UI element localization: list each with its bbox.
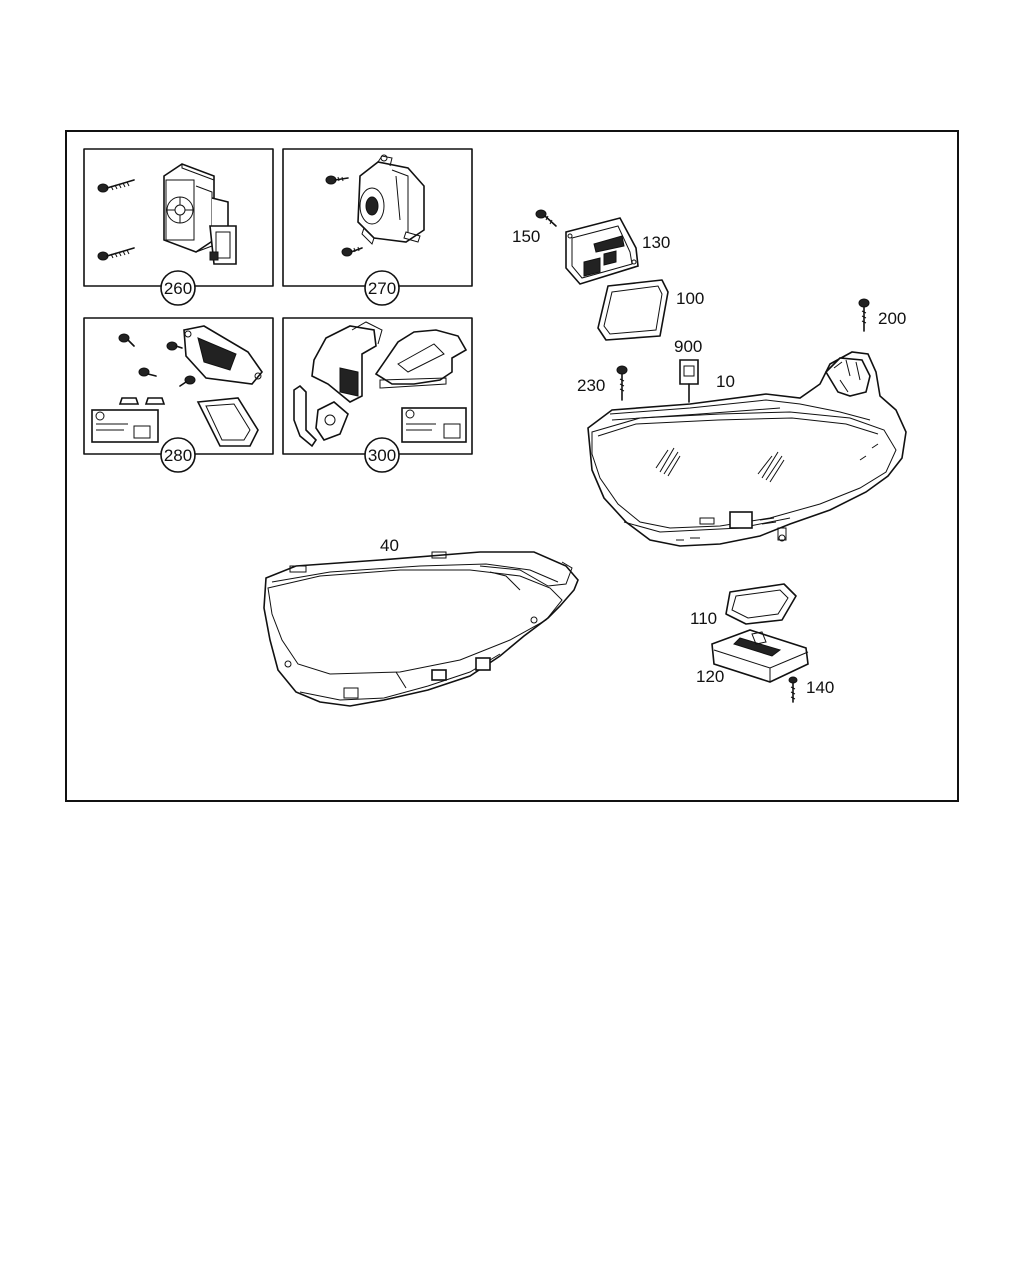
clip-icon — [118, 397, 166, 405]
inset-300: 300 — [282, 317, 473, 473]
callout-100: 100 — [676, 289, 704, 308]
callout-120: 120 — [696, 667, 724, 686]
callout-300: 300 — [368, 446, 396, 465]
housing-40-icon — [263, 551, 579, 707]
callout-900: 900 — [674, 337, 702, 356]
label-sticker — [401, 407, 467, 443]
screw-icon — [118, 333, 135, 347]
screw-150-icon — [535, 209, 557, 227]
diagram-frame — [65, 130, 959, 802]
bracket-icon — [183, 325, 264, 385]
screw-icon — [325, 175, 349, 185]
callout-140: 140 — [806, 678, 834, 697]
gasket-110-icon — [725, 583, 797, 625]
callout-200: 200 — [878, 309, 906, 328]
screw-icon — [138, 367, 157, 377]
screw-200-icon — [858, 298, 870, 332]
bracket-icon — [293, 384, 349, 448]
callout-280: 280 — [164, 446, 192, 465]
callout-230: 230 — [577, 376, 605, 395]
callout-260: 260 — [164, 279, 192, 298]
callout-150: 150 — [512, 227, 540, 246]
fan-icon — [163, 163, 237, 265]
inset-260: 260 — [83, 148, 274, 306]
screw-icon — [179, 375, 196, 387]
connector-900-icon — [679, 359, 699, 403]
callout-40: 40 — [380, 536, 399, 555]
screw-icon — [166, 341, 183, 351]
gasket-icon — [196, 397, 259, 447]
screw-icon — [97, 247, 135, 261]
callout-270: 270 — [368, 279, 396, 298]
control-unit-130-icon — [565, 217, 639, 285]
callout-130: 130 — [642, 233, 670, 252]
gasket-100-icon — [597, 279, 669, 341]
actuator-motor-icon — [357, 154, 425, 245]
ballast-120-icon — [711, 629, 809, 683]
screw-230-icon — [616, 365, 628, 401]
bracket-icon — [374, 329, 468, 389]
screw-icon — [97, 179, 135, 193]
screw-icon — [341, 246, 363, 257]
callout-110: 110 — [690, 609, 717, 628]
inset-280: 280 — [83, 317, 274, 473]
label-sticker — [91, 409, 159, 443]
inset-270: 270 — [282, 148, 473, 306]
screw-140-icon — [788, 676, 798, 703]
callout-10: 10 — [716, 372, 735, 391]
headlamp-10-icon — [587, 351, 907, 547]
bracket-icon — [311, 321, 383, 403]
